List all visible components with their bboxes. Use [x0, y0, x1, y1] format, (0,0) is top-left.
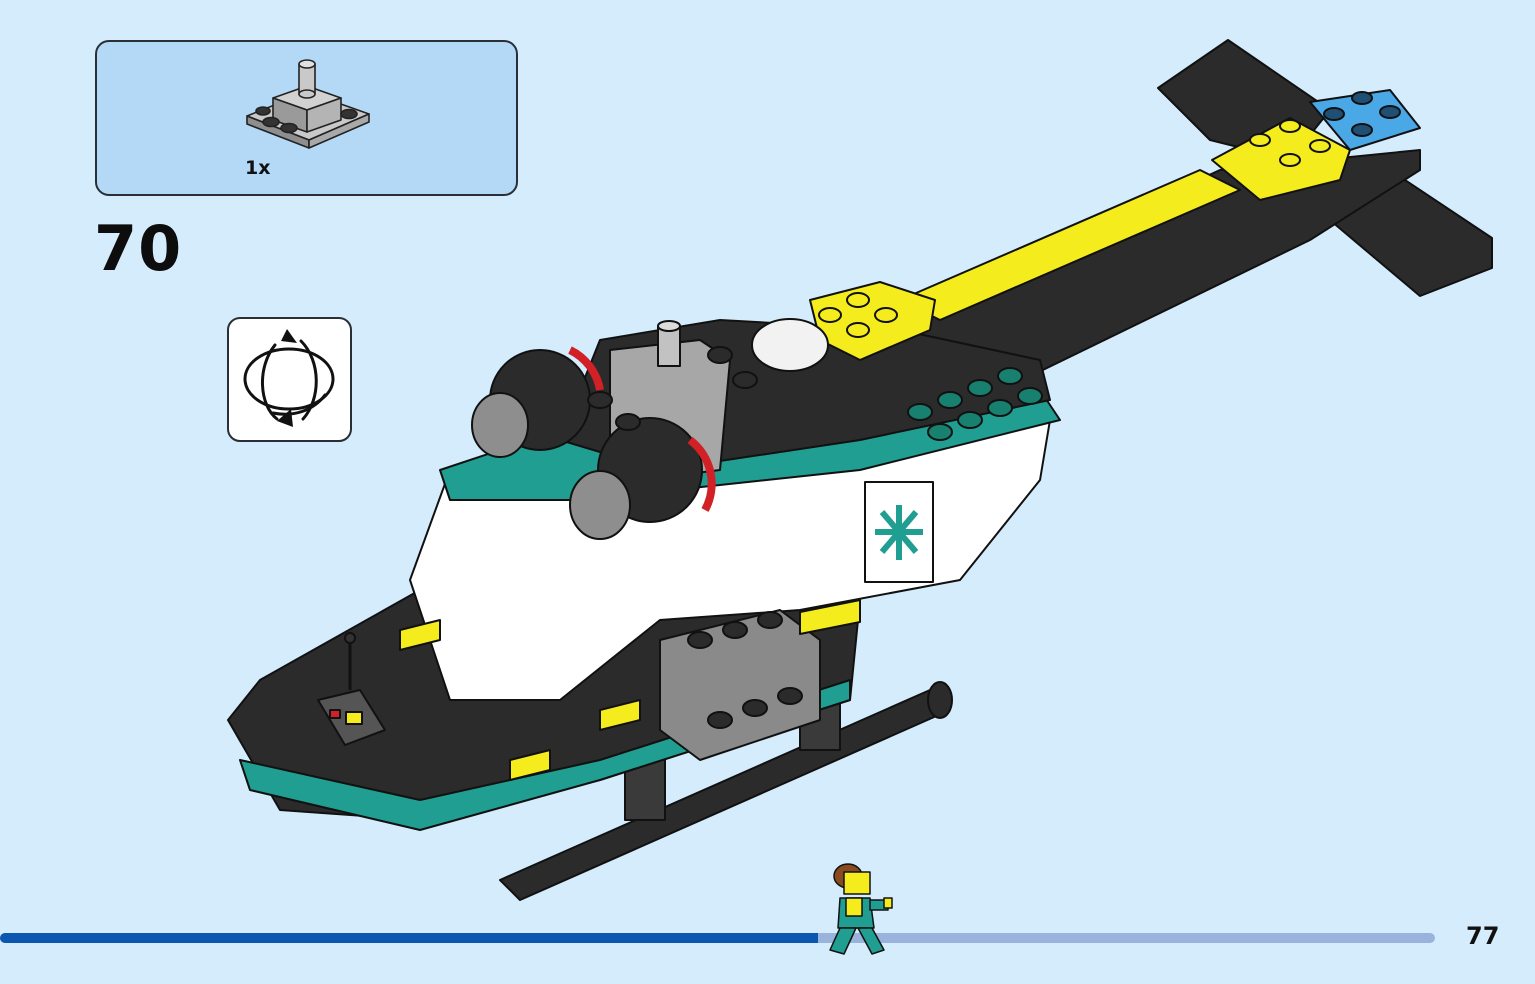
progress-bar-fill	[0, 933, 818, 943]
part-quantity: 1x	[245, 157, 271, 179]
page-number: 77	[1466, 922, 1500, 950]
minifigure-runner-icon	[829, 863, 893, 955]
rotate-indicator	[227, 317, 352, 442]
step-number: 70	[94, 212, 183, 285]
progress-bar	[0, 933, 1435, 943]
grey-plate-with-pin-icon	[246, 59, 370, 149]
parts-callout: 1x	[95, 40, 518, 196]
rotate-model-icon	[243, 329, 335, 427]
